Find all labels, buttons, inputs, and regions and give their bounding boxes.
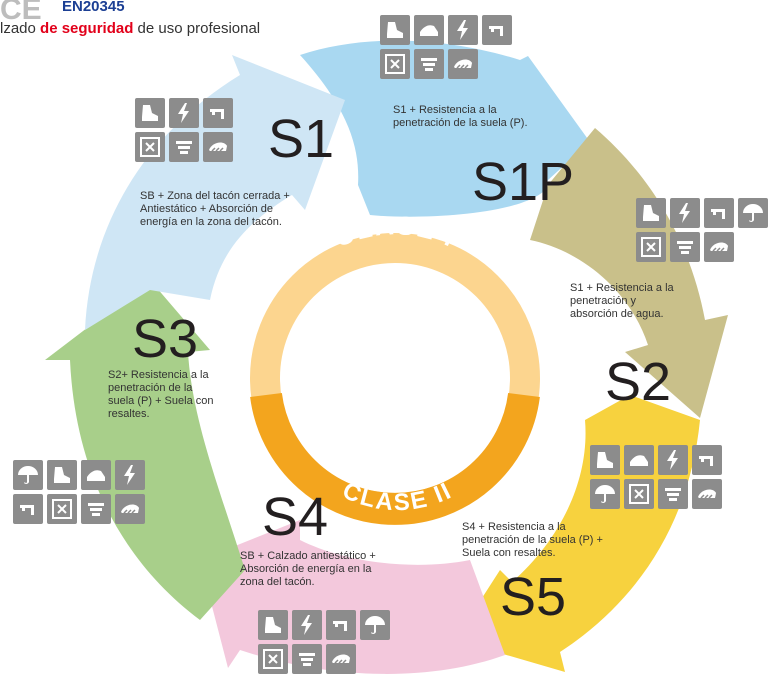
shoe-icon (624, 445, 654, 475)
code-s2: S2 (605, 352, 672, 412)
faucet-icon (203, 98, 233, 128)
icon-slot-empty (237, 132, 267, 162)
heel-icon (658, 479, 688, 509)
code-s4: S4 (262, 487, 329, 547)
desc-line: S1 + Resistencia a la (570, 282, 674, 294)
lightning-icon (169, 98, 199, 128)
code-s1: S1 (268, 109, 335, 169)
nail-icon (135, 132, 165, 162)
umbrella-icon (360, 610, 390, 640)
desc-line: Suela con resaltes. (462, 547, 556, 559)
icon-slot-empty (482, 49, 512, 79)
desc-s1: SB + Zona del tacón cerrada +Antiestátic… (140, 190, 340, 229)
standard-code: EN20345 (62, 0, 125, 15)
icons-s1 (135, 98, 267, 162)
ring-center (282, 265, 508, 491)
umbrella-icon (590, 479, 620, 509)
desc-line: SB + Zona del tacón cerrada + (140, 190, 290, 202)
sole-icon (704, 232, 734, 262)
desc-line: S1 + Resistencia a la (393, 104, 497, 116)
heel-icon (81, 494, 111, 524)
desc-line: S2+ Resistencia a la (108, 369, 209, 381)
boot-icon (47, 460, 77, 490)
desc-line: penetración de la suela (P) + (462, 534, 603, 546)
desc-line: absorción de agua. (570, 308, 664, 320)
code-s5: S5 (500, 567, 567, 627)
nail-icon (47, 494, 77, 524)
subtitle-post: de uso profesional (133, 20, 261, 37)
desc-line: penetración y (570, 295, 637, 307)
subtitle-highlight: de seguridad (40, 20, 134, 37)
sole-icon (203, 132, 233, 162)
icons-s3 (13, 460, 145, 524)
boot-icon (636, 198, 666, 228)
lightning-icon (115, 460, 145, 490)
icon-slot-empty (738, 232, 768, 262)
lightning-icon (448, 15, 478, 45)
nail-icon (636, 232, 666, 262)
sole-icon (448, 49, 478, 79)
arrow-segment-s1 (85, 55, 345, 330)
boot-icon (258, 610, 288, 640)
faucet-icon (482, 15, 512, 45)
desc-line: Absorción de energía en la (240, 563, 372, 575)
header-subtitle: lzado de seguridad de uso profesional (0, 20, 260, 37)
nail-icon (258, 644, 288, 674)
icons-s5 (590, 445, 722, 509)
heel-icon (292, 644, 322, 674)
subtitle-pre: lzado (0, 20, 41, 37)
lightning-icon (658, 445, 688, 475)
umbrella-icon (13, 460, 43, 490)
shoe-icon (414, 15, 444, 45)
lightning-icon (670, 198, 700, 228)
desc-line: S4 + Resistencia a la (462, 521, 566, 533)
boot-icon (135, 98, 165, 128)
faucet-icon (326, 610, 356, 640)
code-s1p: S1P (472, 152, 575, 212)
sole-icon (326, 644, 356, 674)
arrow-segment-s2 (530, 128, 728, 418)
code-s3: S3 (132, 309, 199, 369)
faucet-icon (704, 198, 734, 228)
icon-slot-empty (237, 98, 267, 128)
desc-line: energía en la zona del tacón. (140, 216, 282, 228)
nail-icon (624, 479, 654, 509)
faucet-icon (692, 445, 722, 475)
heel-icon (670, 232, 700, 262)
ce-logo: CE (0, 0, 42, 26)
sole-icon (692, 479, 722, 509)
desc-line: resaltes. (108, 408, 150, 420)
icons-s1p (380, 15, 512, 79)
icons-s4 (258, 610, 390, 674)
desc-line: zona del tacón. (240, 576, 315, 588)
nail-icon (380, 49, 410, 79)
shoe-icon (81, 460, 111, 490)
boot-icon (590, 445, 620, 475)
heel-icon (414, 49, 444, 79)
lightning-icon (292, 610, 322, 640)
ring-lower (250, 392, 540, 525)
icon-slot-empty (360, 644, 390, 674)
desc-line: penetración de la suela (P). (393, 117, 528, 129)
desc-line: SB + Calzado antiestático + (240, 550, 376, 562)
icons-s2 (636, 198, 768, 262)
desc-s4: SB + Calzado antiestático +Absorción de … (240, 550, 430, 589)
arrow-segment-s1p (300, 40, 590, 217)
desc-line: suela (P) + Suela con (108, 395, 214, 407)
umbrella-icon (738, 198, 768, 228)
sole-icon (115, 494, 145, 524)
heel-icon (169, 132, 199, 162)
arrow-segment-s3 (45, 280, 245, 620)
desc-line: penetración de la (108, 382, 193, 394)
desc-line: Antiestático + Absorción de (140, 203, 273, 215)
faucet-icon (13, 494, 43, 524)
boot-icon (380, 15, 410, 45)
